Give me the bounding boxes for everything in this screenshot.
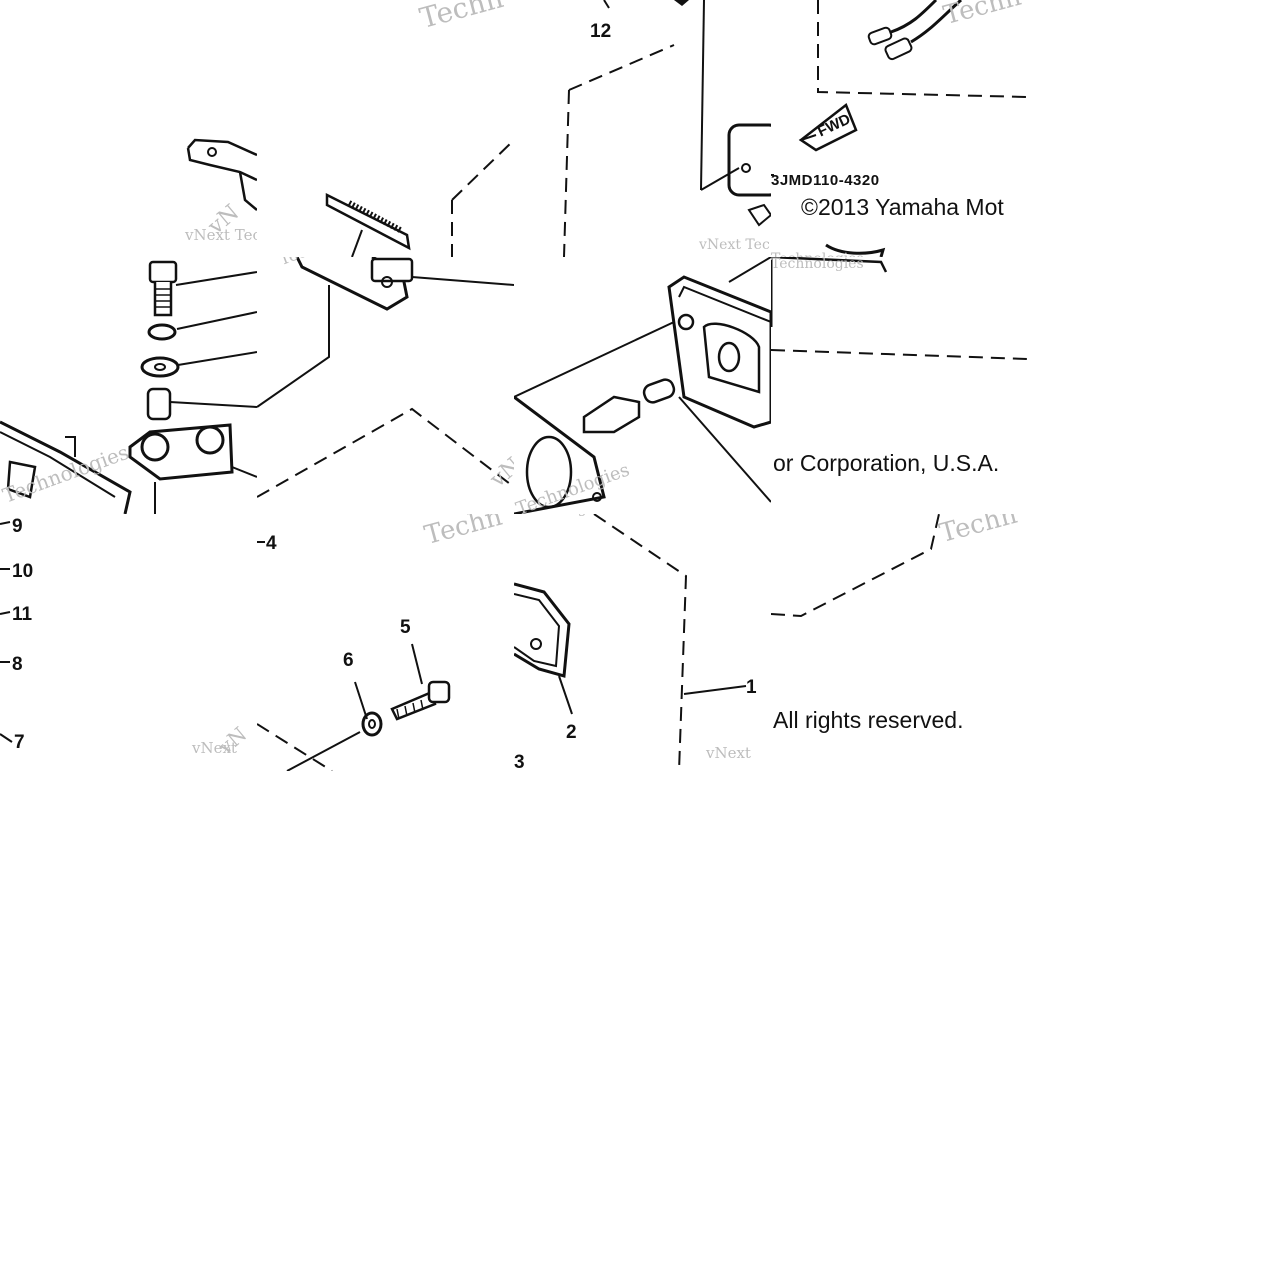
tile-r0-c0: vNext Tec vN (0, 0, 257, 257)
part-label-5: 5 (400, 617, 411, 638)
tile-r0-c3: Techn FWD 3JMD110-4320 ©2013 Yamaha Mot … (771, 0, 1028, 257)
part-label-1: 1 (746, 677, 757, 698)
watermark-text: vNext (192, 739, 237, 757)
part-label-12: 12 (590, 21, 612, 42)
copyright-text-c: All rights reserved. (773, 707, 964, 733)
catalog-code: 3JMD110-4320 (771, 172, 880, 189)
part-label-4: 4 (266, 533, 277, 554)
tile-r1-c1: Technologies vNext (257, 257, 514, 514)
watermark-text: vNext Tec (699, 237, 770, 253)
tile-r1-c3: or Corporation, U.S.A. Technologies (771, 257, 1028, 514)
tile-r0-c1: Techn (257, 0, 514, 257)
copyright-text-b: or Corporation, U.S.A. (773, 450, 1000, 476)
part-label-8: 8 (12, 654, 23, 675)
bolt-assembly-drawing (0, 260, 257, 514)
part-label-7: 7 (14, 732, 25, 753)
tile-r1-c2: Technologies (514, 257, 771, 514)
copyright-text-a: ©2013 Yamaha Mot (801, 194, 1004, 220)
tail-lamp-drawing (514, 257, 771, 514)
wiring-lead-drawing (771, 0, 1028, 257)
bracket-drawing (186, 138, 257, 211)
part-label-3: 3 (514, 752, 525, 771)
tile-r2-c1: 4 5 6 Techn (257, 514, 514, 771)
label-leaders-drawing (0, 521, 13, 743)
tile-r2-c2: 2 3 1 vNext Technologies (514, 514, 771, 771)
watermark-text: vNext (706, 744, 751, 762)
part-label-2: 2 (566, 722, 577, 743)
tile-r0-c2: 12 vNext Tec (514, 0, 771, 257)
part-label-6: 6 (343, 650, 354, 671)
bracket-plate-drawing (257, 257, 514, 498)
screw-washer-drawing (257, 541, 451, 771)
tile-r1-c0: Technologies (0, 257, 257, 514)
part-label-9: 9 (12, 516, 23, 537)
watermark-text: Technologies (771, 257, 864, 272)
watermark-text: vNext Tec (185, 226, 257, 244)
tile-r2-c0: 9 10 11 8 7 vNext vN (0, 514, 257, 771)
cable-tie-drawing (325, 139, 514, 257)
lens-gasket-drawing (514, 514, 747, 771)
watermark-text: Technologies (514, 514, 607, 516)
lamp-cover-drawing (563, 0, 771, 257)
tile-r2-c3: Techn All rights reserved. (771, 514, 1028, 771)
watermark-text: Technologies (771, 252, 864, 257)
dashed-outline-drawing (771, 257, 1028, 360)
part-label-10: 10 (12, 561, 34, 582)
part-label-11: 11 (12, 604, 33, 625)
